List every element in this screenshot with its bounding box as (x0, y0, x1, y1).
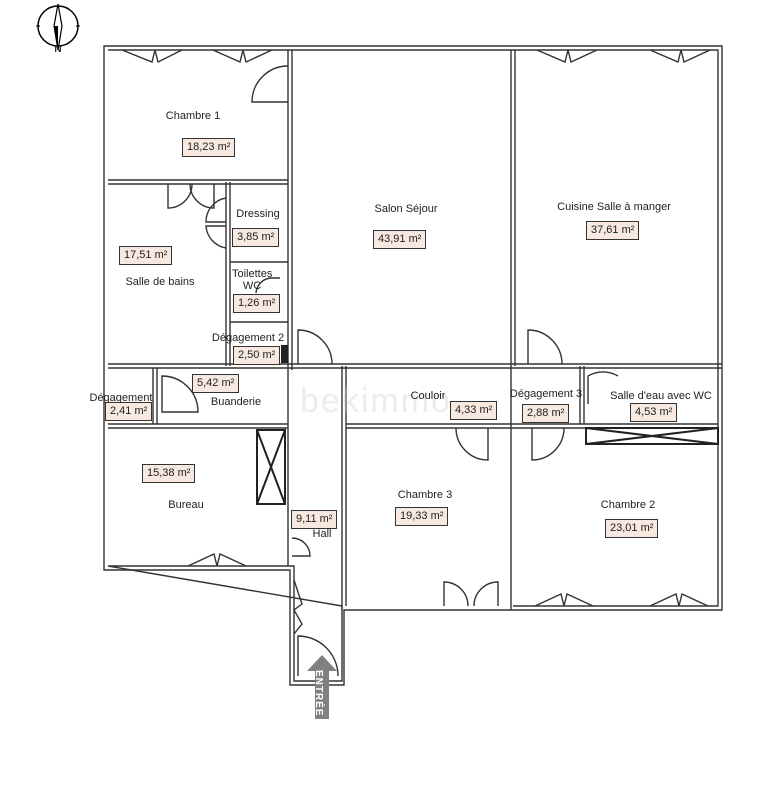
watermark: bekimmo (300, 382, 452, 420)
room-label-degagement: Dégagement (89, 392, 153, 404)
room-area-salle-d-eau: 4,53 m² (630, 403, 678, 422)
entrance-arrow-icon (307, 655, 337, 719)
room-label-cuisine: Cuisine Salle à manger (557, 201, 671, 213)
room-label-buanderie: Buanderie (210, 396, 262, 408)
room-area-chambre-1: 18,23 m² (182, 138, 236, 157)
room-area-hall: 9,11 m² (291, 510, 338, 529)
room-area-buanderie: 5,42 m² (192, 374, 240, 393)
room-area-cuisine: 37,61 m² (586, 221, 640, 240)
room-area-degagement-2: 2,50 m² (233, 346, 281, 365)
room-label-salon-sejour: Salon Séjour (374, 203, 438, 215)
room-label-chambre-3: Chambre 3 (397, 489, 453, 501)
room-label-salle-d-eau: Salle d'eau avec WC (610, 390, 712, 402)
room-label-hall: Hall (312, 528, 332, 540)
room-area-toilettes-wc: 1,26 m² (233, 294, 281, 313)
room-label-degagement-2: Dégagement 2 (211, 332, 285, 344)
room-area-chambre-3: 19,33 m² (395, 507, 449, 526)
room-label-chambre-1: Chambre 1 (165, 110, 221, 122)
room-area-degagement: 2,41 m² (105, 402, 153, 421)
room-label-toilettes-wc: Toilettes WC (232, 268, 273, 292)
room-area-couloir: 4,33 m² (450, 401, 498, 420)
room-label-salle-de-bains: Salle de bains (125, 276, 195, 288)
room-label-bureau: Bureau (168, 499, 204, 511)
room-label-dressing: Dressing (236, 208, 280, 220)
room-area-chambre-2: 23,01 m² (605, 519, 659, 538)
room-area-salle-de-bains: 17,51 m² (119, 246, 173, 265)
north-compass-icon (34, 2, 82, 63)
room-label-chambre-2: Chambre 2 (600, 499, 656, 511)
room-label-couloir: Couloir (410, 390, 446, 402)
room-area-salon-sejour: 43,91 m² (373, 230, 427, 249)
compass-north-label: N (54, 44, 62, 55)
room-label-degagement-3: Dégagement 3 (509, 388, 583, 400)
entrance-label: ENTRÉE (313, 670, 324, 717)
room-area-bureau: 15,38 m² (142, 464, 196, 483)
room-area-degagement-3: 2,88 m² (522, 404, 570, 423)
room-area-dressing: 3,85 m² (232, 228, 280, 247)
